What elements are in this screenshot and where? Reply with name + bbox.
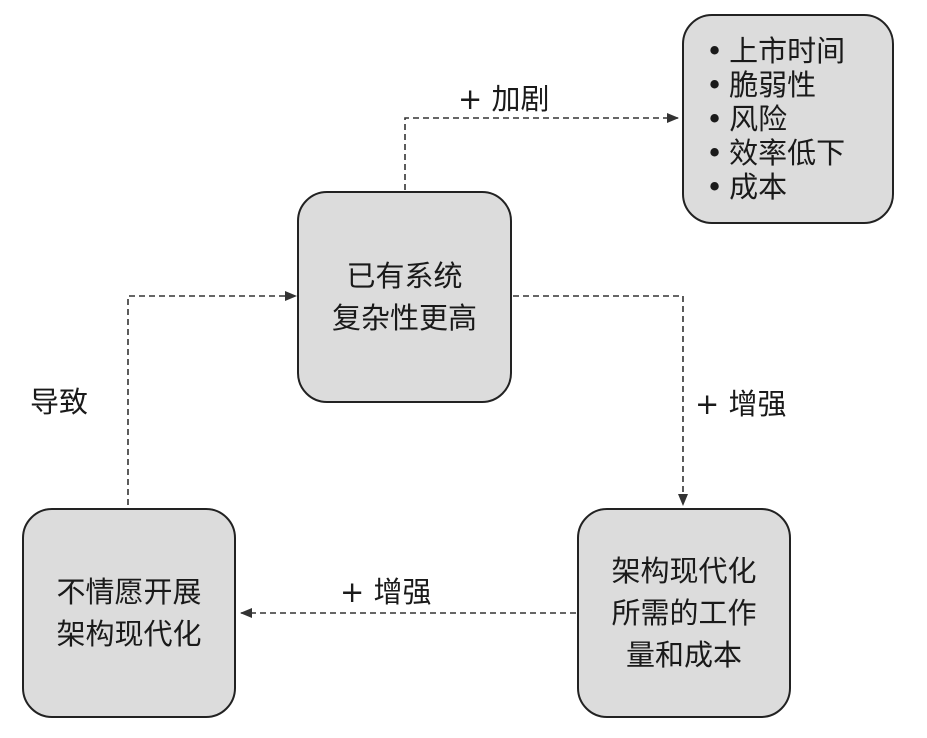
label-leads-to: 导致: [30, 385, 89, 419]
node-line: 所需的工作: [611, 596, 757, 630]
label-reinforces-bottom: + 增强: [340, 575, 432, 609]
effects-list: 上市时间 脆弱性 风险 效率低下 成本: [706, 34, 845, 204]
effect-item: 风险: [706, 102, 845, 136]
label-aggravates: + 加剧: [458, 82, 550, 116]
node-effects: 上市时间 脆弱性 风险 效率低下 成本: [682, 14, 894, 224]
node-line: 架构现代化: [611, 554, 757, 588]
effect-item: 成本: [706, 170, 845, 204]
node-line: 架构现代化: [56, 617, 202, 651]
node-effort: 架构现代化 所需的工作 量和成本: [577, 508, 791, 718]
node-complexity: 已有系统 复杂性更高: [297, 191, 512, 403]
edge-leads-to: [127, 291, 297, 505]
node-line: 复杂性更高: [331, 301, 477, 335]
node-line: 已有系统: [346, 259, 463, 293]
effect-item: 脆弱性: [706, 68, 845, 102]
effect-item: 效率低下: [706, 136, 845, 170]
edge-aggravates: [404, 113, 679, 190]
node-line: 量和成本: [625, 638, 742, 672]
node-reluctance: 不情愿开展 架构现代化: [22, 508, 236, 718]
edge-reinforces-right: [513, 295, 688, 506]
node-line: 不情愿开展: [56, 575, 202, 609]
label-reinforces-right: + 增强: [695, 387, 787, 421]
effect-item: 上市时间: [706, 34, 845, 68]
